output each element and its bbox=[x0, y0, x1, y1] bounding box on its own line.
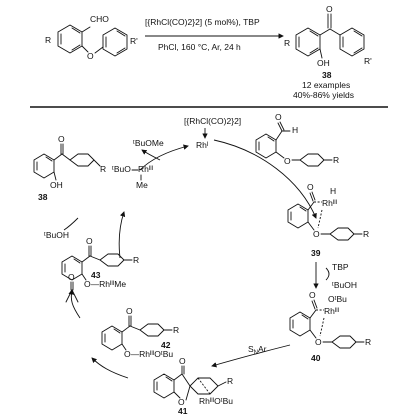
product-oh-label: OH bbox=[317, 58, 330, 68]
i43-r: R bbox=[133, 255, 139, 265]
i42-number: 42 bbox=[161, 340, 171, 350]
cycle-arc-6 bbox=[118, 211, 126, 259]
snar-label: SNAr bbox=[248, 344, 267, 356]
i39-rh: Rhᴵᴵᴵ bbox=[322, 198, 337, 208]
examples-count: 12 examples bbox=[302, 80, 350, 90]
i40-rh: Rhᴵᴵᴵ bbox=[324, 306, 339, 316]
reaction-arrow-group: [{RhCl(CO)2}2] (5 mol%), TBP PhCl, 160 °… bbox=[145, 17, 284, 52]
rh-complex-top: ᵗBuO Rhᴵᴵᴵ Me bbox=[112, 164, 153, 190]
reactant-r-prime-label: R' bbox=[130, 36, 138, 46]
i42-rh: O—RhᴵᴵᴵOᵗBu bbox=[124, 349, 173, 359]
i40-number: 40 bbox=[311, 353, 321, 363]
i43-number: 43 bbox=[91, 270, 101, 280]
tbuoh-right-label: ᵗBuOH bbox=[332, 280, 357, 290]
tbuoh-left-arrow bbox=[63, 217, 79, 231]
reactant-r-label: R bbox=[45, 35, 51, 45]
i41-o: O bbox=[178, 397, 185, 407]
aldehyde-substrate: O H O R bbox=[255, 112, 339, 167]
yield-range: 40%-86% yields bbox=[293, 90, 354, 100]
p38-number: 38 bbox=[38, 192, 48, 202]
p38-r: R bbox=[100, 164, 106, 174]
aldehyde-o: O bbox=[275, 112, 282, 122]
rh-label: Rhᴵᴵᴵ bbox=[138, 164, 153, 174]
aldehyde-h: H bbox=[292, 125, 298, 135]
i40-o: O bbox=[315, 337, 322, 347]
p38-o-carbonyl: O bbox=[58, 134, 65, 144]
i40-r: R bbox=[365, 337, 371, 347]
i41-o-carbonyl: O bbox=[179, 356, 186, 366]
cycle-arc-4 bbox=[91, 357, 129, 379]
tbuo-label: ᵗBuO bbox=[112, 164, 131, 174]
i39-o: O bbox=[313, 229, 320, 239]
i39-r: R bbox=[363, 229, 369, 239]
tbp-arrow bbox=[325, 267, 330, 281]
i43-rh: O—RhᴵᴵᴵMe bbox=[84, 279, 126, 289]
tbp-label: TBP bbox=[332, 262, 349, 272]
p38-oh: OH bbox=[50, 180, 63, 190]
carbonyl-o-label: O bbox=[326, 4, 333, 14]
ether-oxygen-label: O bbox=[87, 51, 94, 61]
i40-otbu: OᵗBu bbox=[328, 294, 347, 304]
tbuoh-left-label: ᵗBuOH bbox=[44, 230, 69, 240]
tbuome-label: ᵗBuOMe bbox=[133, 138, 164, 148]
cycle-arc-7 bbox=[139, 144, 189, 171]
product-structure: O OH R R' bbox=[284, 4, 372, 68]
i39-number: 39 bbox=[311, 248, 321, 258]
intermediate-39: O Rhᴵᴵᴵ H O R 39 bbox=[287, 182, 369, 258]
acetone-o: O bbox=[68, 272, 75, 282]
intermediate-41: O O R RhᴵᴵᴵOᵗBu 41 bbox=[153, 356, 233, 416]
acetone: O bbox=[65, 272, 79, 303]
i39-h: H bbox=[330, 186, 336, 196]
solvent-condition: PhCl, 160 °C, Ar, 24 h bbox=[158, 42, 241, 52]
cho-label: CHO bbox=[90, 14, 109, 24]
tbuome-arrow bbox=[141, 149, 161, 161]
reactant-structure: CHO O R R' bbox=[45, 14, 138, 61]
catalyst-precursor: [{RhCl(CO)2}2] bbox=[184, 116, 241, 126]
i43-o-carbonyl: O bbox=[86, 236, 93, 246]
cycle-arc-5 bbox=[68, 289, 81, 319]
i40-o-carbonyl: O bbox=[309, 290, 316, 300]
intermediate-40: O Rhᴵᴵᴵ OᵗBu O R 40 bbox=[289, 290, 371, 363]
active-rh: Rhᴵ bbox=[196, 140, 208, 150]
intermediate-43: O R O—RhᴵᴵᴵMe 43 bbox=[61, 236, 139, 289]
me-label: Me bbox=[136, 180, 148, 190]
product-r-label: R bbox=[284, 38, 290, 48]
i39-o-carbonyl: O bbox=[307, 182, 314, 192]
i42-r: R bbox=[173, 325, 179, 335]
cycle-arc-3 bbox=[211, 344, 291, 368]
cycle-arc-1 bbox=[213, 139, 317, 219]
product-r-prime-label: R' bbox=[364, 56, 372, 66]
aldehyde-r: R bbox=[333, 155, 339, 165]
product-number: 38 bbox=[322, 70, 332, 80]
i41-rh: RhᴵᴵᴵOᵗBu bbox=[199, 396, 233, 406]
aldehyde-ether-o: O bbox=[284, 156, 291, 166]
i42-o-carbonyl: O bbox=[126, 306, 133, 316]
intermediate-42: O R O—RhᴵᴵᴵOᵗBu 42 bbox=[101, 306, 179, 359]
cycle-product-38: O R OH 38 bbox=[33, 134, 106, 202]
catalyst-condition: [{RhCl(CO)2}2] (5 mol%), TBP bbox=[145, 17, 260, 27]
i41-number: 41 bbox=[178, 406, 188, 416]
i41-r: R bbox=[227, 376, 233, 386]
